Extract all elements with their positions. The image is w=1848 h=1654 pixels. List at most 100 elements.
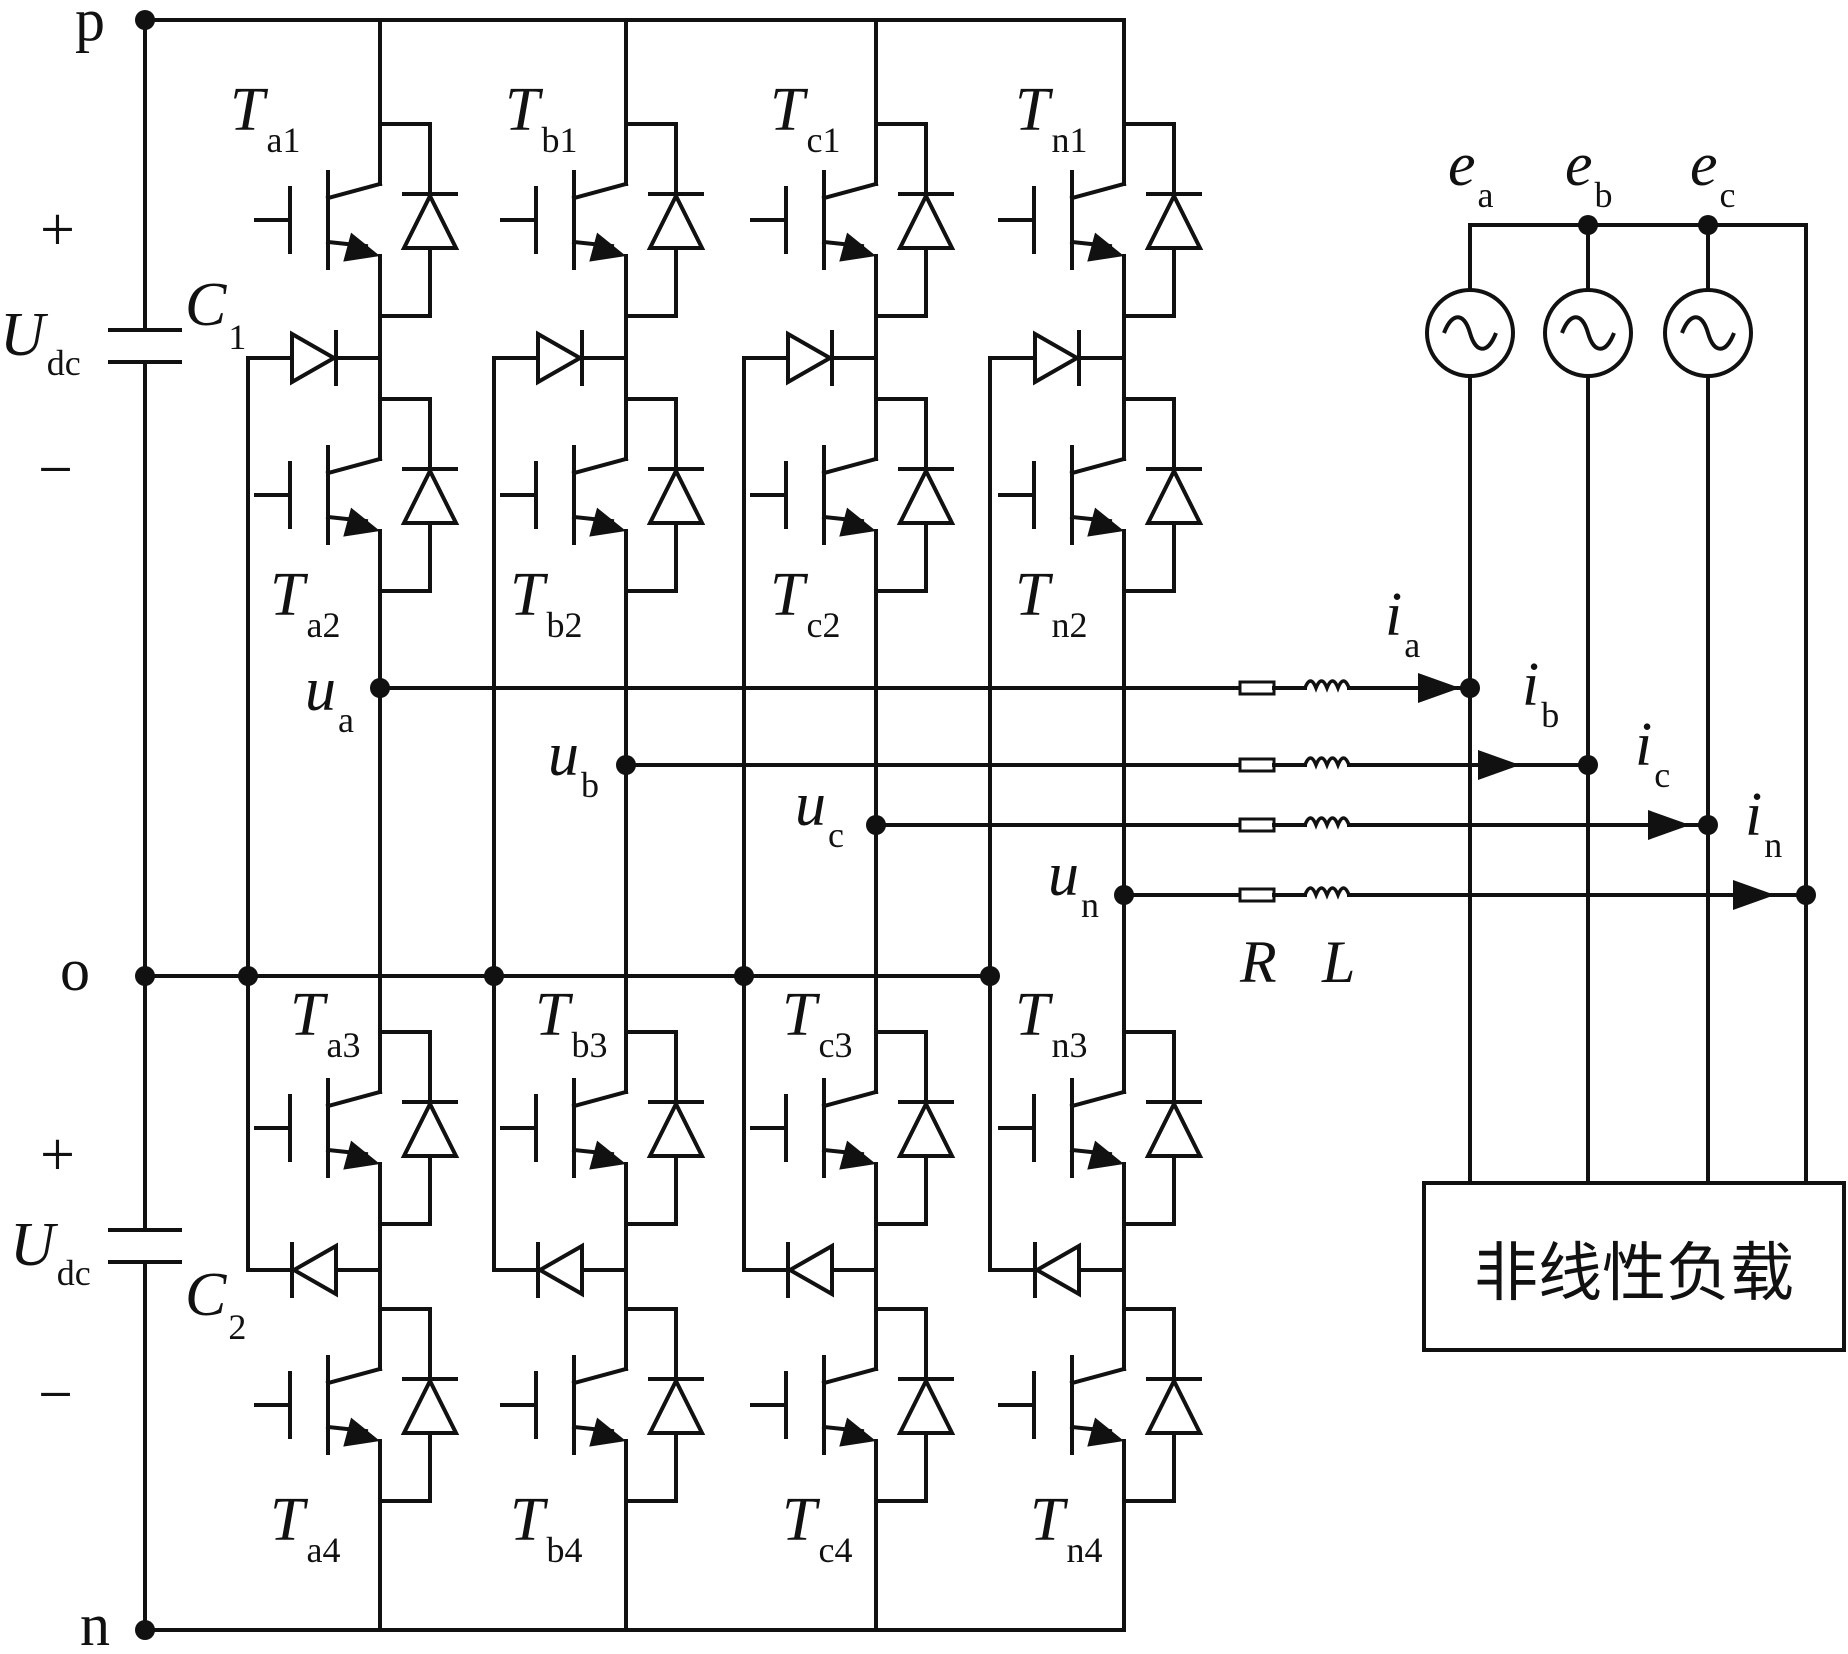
nonlinear-load: 非线性负载 (1422, 1181, 1846, 1352)
u-b-label: ub (548, 721, 599, 805)
c1-plus-sign: + (40, 196, 75, 264)
igbt-t3 (500, 1026, 706, 1230)
leg-c: Tc1 Tc2 Tc3 Tc4 uc (734, 18, 956, 1632)
diode-triangle (646, 466, 706, 525)
current-arrow (1733, 880, 1775, 910)
source-ea-label: ea (1448, 131, 1494, 215)
sine-wave-icon (1560, 315, 1616, 351)
igbt-emitter-arrow (1087, 1140, 1124, 1170)
igbt-t1 (750, 118, 956, 322)
sine-wave-icon (1680, 315, 1736, 351)
filter-resistor (1238, 817, 1276, 833)
filter-inductor (1303, 816, 1351, 830)
diode-triangle (896, 1099, 956, 1158)
load-label: 非线性负载 (1474, 1237, 1794, 1311)
igbt-t4 (500, 1303, 706, 1507)
output-line-a (378, 673, 1480, 703)
igbt-emitter-arrow (1087, 1417, 1124, 1447)
t-b2-label: Tb2 (510, 561, 582, 645)
igbt-emitter-arrow (589, 1140, 626, 1170)
c1-minus-sign: − (38, 436, 73, 504)
diode-triangle (646, 1376, 706, 1435)
igbt-t4 (254, 1303, 460, 1507)
clamp-diode-lower (492, 1242, 628, 1298)
t-n3-label: Tn3 (1015, 981, 1087, 1065)
filter-l-label: L (1321, 929, 1355, 995)
igbt-emitter-arrow (839, 232, 876, 262)
t-n2-label: Tn2 (1015, 561, 1087, 645)
t-b1-label: Tb1 (505, 76, 577, 160)
t-b3-label: Tb3 (535, 981, 607, 1065)
igbt-emitter-arrow (1087, 232, 1124, 262)
clamp-diode-triangle (536, 330, 585, 386)
diode-triangle (1144, 466, 1204, 525)
output-filters (378, 673, 1816, 910)
neutral-junction-dot (734, 966, 754, 986)
clamp-diode-upper (492, 330, 628, 386)
current-arrow (1478, 750, 1520, 780)
t-c1-label: Tc1 (770, 76, 840, 160)
source-ea (1425, 223, 1515, 1185)
igbt-t2 (750, 393, 956, 597)
leg-b: Tb1 Tb2 Tb3 Tb4 ub (484, 18, 706, 1632)
diode-triangle (646, 191, 706, 250)
diode-triangle (400, 1376, 460, 1435)
igbt-t2 (998, 393, 1204, 597)
u-a-label: ua (305, 656, 354, 740)
output-line-c (874, 810, 1718, 840)
t-n1-label: Tn1 (1015, 76, 1087, 160)
diode-triangle (646, 1099, 706, 1158)
capacitor-c1: + Udc − C1 (0, 196, 246, 504)
t-a3-label: Ta3 (290, 981, 360, 1065)
clamp-diode-upper (988, 330, 1126, 386)
igbt-t2 (500, 393, 706, 597)
current-ic-label: ic (1635, 711, 1670, 795)
dc-link (108, 10, 1126, 1640)
capacitor-c2: + Udc − C2 (10, 1121, 246, 1429)
neutral-junction-dot (484, 966, 504, 986)
output-line-b (624, 750, 1598, 780)
igbt-emitter-arrow (343, 1417, 380, 1447)
source-ec-label: ec (1690, 131, 1736, 215)
igbt-emitter-arrow (343, 232, 380, 262)
igbt-t1 (998, 118, 1204, 322)
leg-a: Ta1 Ta2 Ta3 Ta4 ua (230, 18, 460, 1632)
c2-udc-label: Udc (10, 1211, 91, 1293)
igbt-t3 (750, 1026, 956, 1230)
neutral-junction-dot (980, 966, 1000, 986)
neutral-junction-dot (238, 966, 258, 986)
t-c3-label: Tc3 (782, 981, 852, 1065)
igbt-emitter-arrow (1087, 507, 1124, 537)
c1-label: C1 (185, 271, 246, 357)
igbt-t4 (750, 1303, 956, 1507)
clamp-diode-upper (246, 330, 382, 386)
igbt-t1 (254, 118, 460, 322)
node-n-label: n (80, 1592, 110, 1654)
igbt-emitter-arrow (839, 507, 876, 537)
diode-triangle (400, 466, 460, 525)
clamp-diode-lower (742, 1242, 878, 1298)
igbt-emitter-arrow (839, 1417, 876, 1447)
t-a1-label: Ta1 (230, 76, 300, 160)
filter-r-label: R (1239, 929, 1277, 995)
source-ec (1663, 215, 1753, 1185)
t-c4-label: Tc4 (782, 1486, 852, 1570)
c2-plus-sign: + (40, 1121, 75, 1189)
sine-wave-icon (1442, 315, 1498, 351)
grid-sources (1425, 215, 1808, 1185)
igbt-emitter-arrow (343, 1140, 380, 1170)
current-ib-label: ib (1522, 651, 1559, 735)
node-o-label: o (60, 937, 90, 1003)
current-arrow (1418, 673, 1460, 703)
filter-inductor (1303, 756, 1351, 770)
diode-triangle (400, 1099, 460, 1158)
t-a2-label: Ta2 (270, 561, 340, 645)
u-n-label: un (1048, 841, 1099, 925)
c2-minus-sign: − (38, 1361, 73, 1429)
clamp-diode-triangle (289, 1242, 338, 1298)
igbt-emitter-arrow (589, 507, 626, 537)
clamp-diode-triangle (290, 330, 339, 386)
igbt-t1 (500, 118, 706, 322)
igbt-t4 (998, 1303, 1204, 1507)
